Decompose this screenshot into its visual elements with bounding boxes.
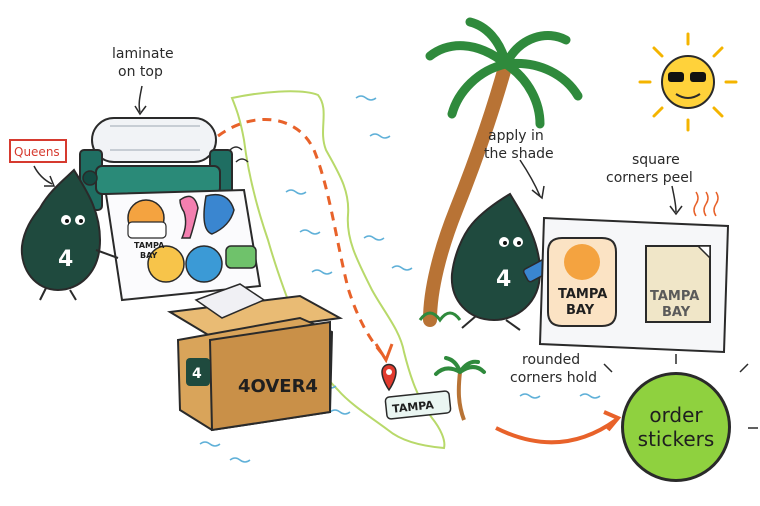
annotation-square-1: square: [632, 152, 680, 168]
map-pin: [381, 363, 397, 392]
tampa-tag: [384, 390, 452, 420]
water-ripples: [199, 95, 601, 463]
mascot-left-number: 4: [58, 247, 73, 272]
annotation-square-2: corners peel: [606, 170, 693, 186]
sheet-sticker-text-2: BAY: [140, 251, 158, 260]
cta-arrow: [495, 418, 618, 445]
square-sticker-text-2: BAY: [662, 305, 691, 320]
mascot-left: [20, 168, 119, 301]
shipping-box: [166, 283, 344, 432]
sticker-board: [538, 191, 730, 354]
route-arrowhead: [374, 343, 394, 364]
order-button-line2: stickers: [637, 427, 715, 451]
cta-arrowhead: [603, 410, 622, 432]
sheet-sticker-text-1: TAMPA: [134, 241, 165, 250]
map-pin-city: TAMPA: [392, 398, 435, 415]
annotation-shade-1: apply in: [488, 128, 544, 144]
mascot-right: [450, 192, 558, 331]
rounded-sticker-text-1: TAMPA: [558, 287, 607, 302]
queens-sign: Queens: [14, 145, 60, 159]
square-sticker-text-1: TAMPA: [650, 289, 699, 304]
annotation-rounded-1: rounded: [522, 352, 580, 368]
annotation-rounded-2: corners hold: [510, 370, 597, 386]
order-button-line1: order: [649, 403, 703, 427]
palm-tree: [418, 17, 583, 327]
florida-coastline: [230, 90, 446, 450]
box-brand: 4OVER4: [238, 376, 318, 397]
square-sticker: [645, 245, 711, 323]
cta-sparks: [603, 354, 758, 429]
sticker-sheet: [104, 188, 262, 302]
queens-sign-frame: [9, 139, 67, 163]
annotation-shade-2: the shade: [484, 146, 554, 162]
box-number: 4: [192, 366, 202, 382]
order-stickers-button[interactable]: order stickers: [621, 372, 731, 482]
annotation-laminate-2: on top: [118, 64, 163, 80]
small-palm-tree: [434, 356, 486, 421]
shipping-route: [217, 118, 386, 357]
mascot-right-number: 4: [496, 267, 511, 292]
rounded-sticker-text-2: BAY: [566, 303, 595, 318]
annotation-laminate-1: laminate: [112, 46, 174, 62]
sun: [638, 32, 738, 132]
